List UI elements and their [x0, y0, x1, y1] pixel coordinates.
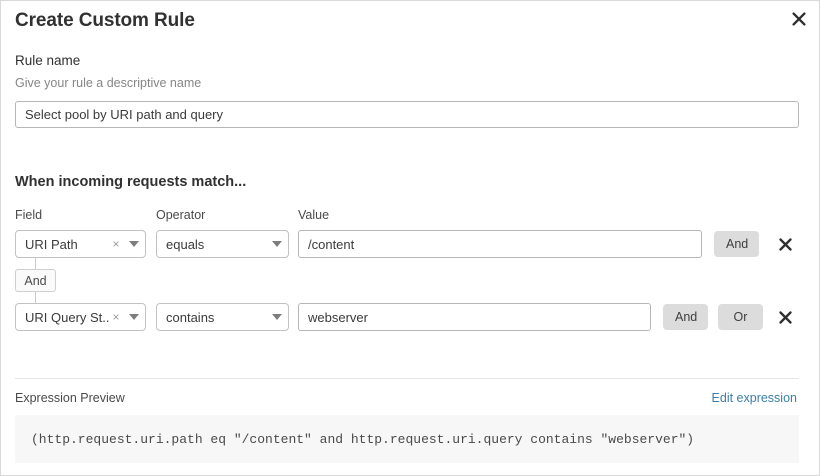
edit-expression-link[interactable]: Edit expression [711, 391, 797, 405]
close-icon[interactable] [788, 8, 810, 30]
field-select-row-2-value: URI Query St... [25, 309, 109, 325]
connector-line-bottom [35, 292, 36, 303]
group-connector-and[interactable]: And [15, 269, 56, 292]
value-input-row-1[interactable] [298, 230, 702, 258]
column-header-value: Value [298, 208, 330, 222]
and-button-row-2[interactable]: And [663, 304, 708, 330]
operator-select-row-1-value: equals [166, 236, 205, 252]
page-title: Create Custom Rule [15, 10, 195, 31]
connector-line-top [35, 258, 36, 269]
operator-select-row-2[interactable]: contains [156, 303, 289, 331]
or-button-row-2[interactable]: Or [718, 304, 763, 330]
chevron-down-icon[interactable] [266, 241, 288, 247]
delete-row-1-icon[interactable] [775, 234, 795, 254]
expression-preview-label: Expression Preview [15, 391, 125, 405]
match-section-heading: When incoming requests match... [15, 174, 247, 190]
field-select-row-2[interactable]: URI Query St... × [15, 303, 146, 331]
operator-select-row-2-value: contains [166, 309, 215, 325]
divider [15, 378, 799, 379]
column-header-field: Field [15, 208, 43, 222]
operator-select-row-1[interactable]: equals [156, 230, 289, 258]
rule-name-label: Rule name [15, 53, 81, 68]
chevron-down-icon[interactable] [266, 314, 288, 320]
field-select-row-1[interactable]: URI Path × [15, 230, 146, 258]
chevron-down-icon[interactable] [123, 314, 145, 320]
column-header-operator: Operator [156, 208, 206, 222]
chevron-down-icon[interactable] [123, 241, 145, 247]
field-select-row-1-value: URI Path [25, 236, 78, 252]
expression-preview-code: (http.request.uri.path eq "/content" and… [15, 415, 799, 463]
delete-row-2-icon[interactable] [775, 307, 795, 327]
clear-icon[interactable]: × [112, 310, 120, 324]
and-button-row-1[interactable]: And [714, 231, 759, 257]
value-input-row-2[interactable] [298, 303, 651, 331]
rule-name-hint: Give your rule a descriptive name [15, 76, 202, 90]
clear-icon[interactable]: × [112, 237, 120, 251]
rule-name-input[interactable] [15, 101, 799, 128]
